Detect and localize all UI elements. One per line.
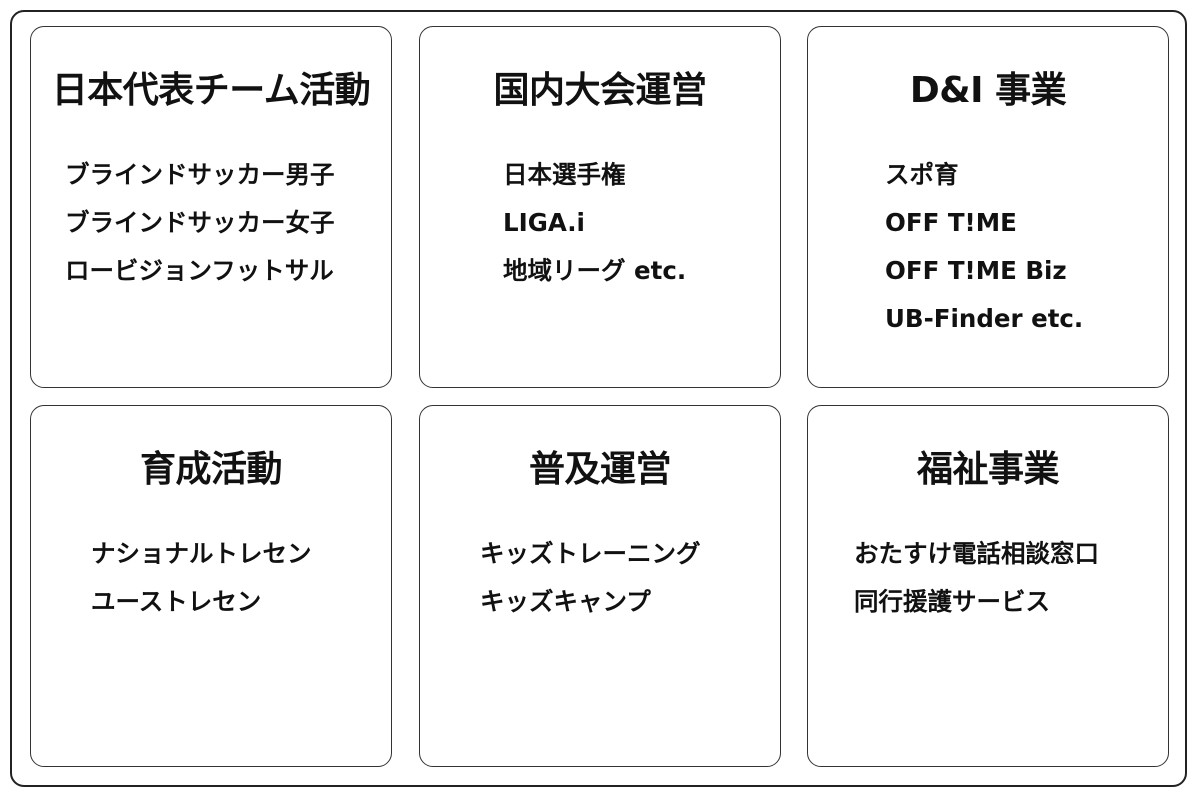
list-item: ブラインドサッカー男子 [65, 160, 335, 189]
card-development: 育成活動 ナショナルトレセン ユーストレセン [30, 405, 392, 767]
list-item: スポ育 [885, 160, 959, 189]
card-item-list: 日本選手権 LIGA.i 地域リーグ etc. [503, 151, 686, 295]
list-item: キッズキャンプ [480, 587, 651, 616]
list-item: キッズトレーニング [480, 539, 701, 568]
list-item: ナショナルトレセン [91, 539, 312, 568]
list-item: OFF T!ME Biz [885, 256, 1067, 285]
list-item: おたすけ電話相談窓口 [854, 539, 1099, 568]
card-national-team: 日本代表チーム活動 ブラインドサッカー男子 ブラインドサッカー女子 ロービジョン… [30, 26, 392, 388]
card-title: 日本代表チーム活動 [51, 70, 371, 111]
card-title: 国内大会運営 [493, 70, 707, 111]
card-title: 福祉事業 [916, 449, 1060, 490]
list-item: 同行援護サービス [854, 587, 1050, 616]
card-item-list: ブラインドサッカー男子 ブラインドサッカー女子 ロービジョンフットサル [65, 151, 335, 295]
card-title: 普及運営 [528, 449, 672, 490]
list-item: 日本選手権 [503, 160, 626, 189]
card-welfare: 福祉事業 おたすけ電話相談窓口 同行援護サービス [807, 405, 1169, 767]
card-title: 育成活動 [139, 449, 283, 490]
card-item-list: ナショナルトレセン ユーストレセン [91, 530, 312, 626]
card-promotion: 普及運営 キッズトレーニング キッズキャンプ [419, 405, 781, 767]
list-item: ユーストレセン [91, 587, 262, 616]
list-item: UB-Finder etc. [885, 304, 1084, 333]
list-item: ロービジョンフットサル [65, 256, 334, 285]
outer-frame [10, 10, 1187, 787]
list-item: 地域リーグ etc. [503, 256, 687, 285]
list-item: LIGA.i [503, 208, 585, 237]
list-item: ブラインドサッカー女子 [65, 208, 335, 237]
card-domestic-competitions: 国内大会運営 日本選手権 LIGA.i 地域リーグ etc. [419, 26, 781, 388]
card-title: D&I 事業 [909, 70, 1067, 111]
card-item-list: スポ育 OFF T!ME OFF T!ME Biz UB-Finder etc. [885, 151, 1083, 343]
card-item-list: キッズトレーニング キッズキャンプ [480, 530, 701, 626]
card-item-list: おたすけ電話相談窓口 同行援護サービス [854, 530, 1099, 626]
card-di-business: D&I 事業 スポ育 OFF T!ME OFF T!ME Biz UB-Find… [807, 26, 1169, 388]
list-item: OFF T!ME [885, 208, 1017, 237]
